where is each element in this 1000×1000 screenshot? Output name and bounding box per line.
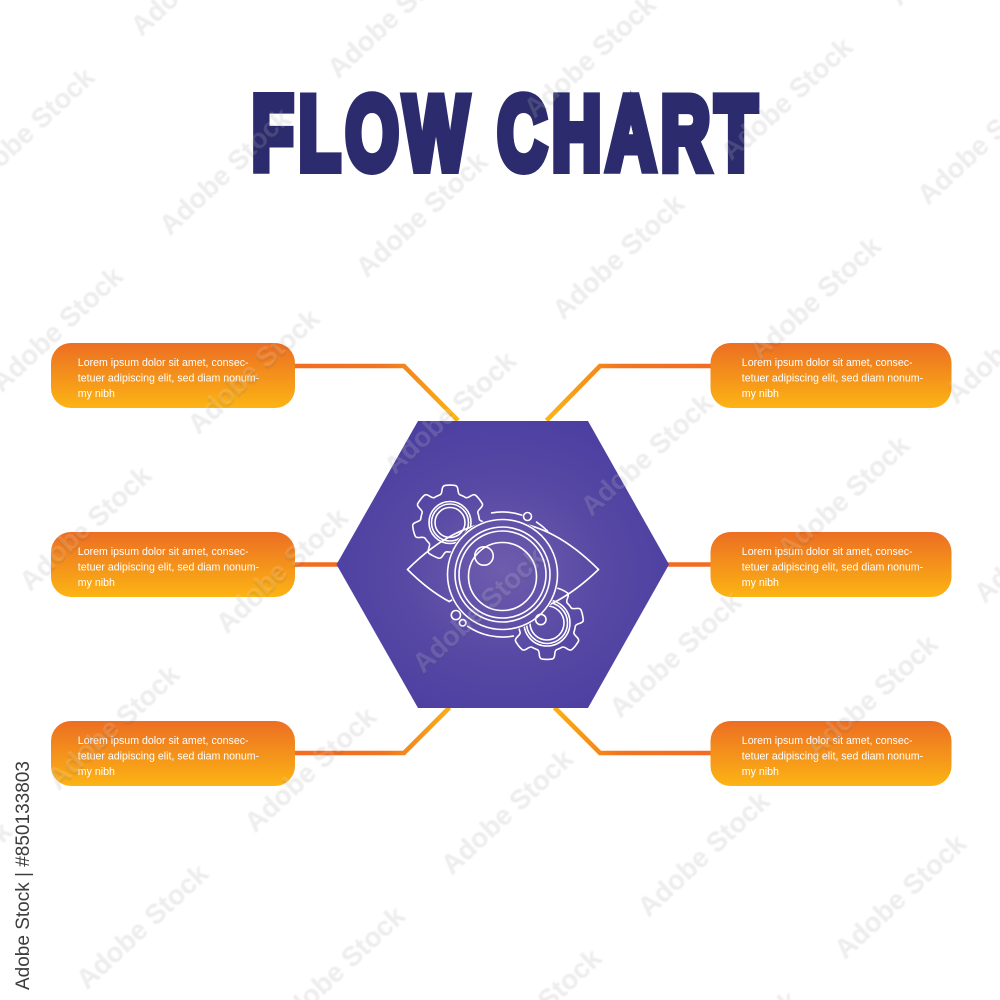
svg-text:Adobe Stock: Adobe Stock <box>631 782 776 920</box>
svg-text:tetuer adipiscing elit, sed di: tetuer adipiscing elit, sed diam nonum- <box>742 561 924 573</box>
svg-text:Adobe Stock: Adobe Stock <box>435 740 580 878</box>
svg-text:Adobe Stock: Adobe Stock <box>70 855 215 993</box>
svg-text:Adobe Stock: Adobe Stock <box>124 0 269 39</box>
svg-text:my nibh: my nibh <box>742 766 779 778</box>
svg-text:tetuer adipiscing elit, sed di: tetuer adipiscing elit, sed diam nonum- <box>78 561 260 573</box>
svg-text:Lorem ipsum dolor sit amet, co: Lorem ipsum dolor sit amet, consec- <box>78 357 249 369</box>
svg-text:my nibh: my nibh <box>78 766 115 778</box>
svg-text:Adobe Stock: Adobe Stock <box>660 981 805 1000</box>
svg-text:my nibh: my nibh <box>78 577 115 589</box>
svg-text:tetuer adipiscing elit, sed di: tetuer adipiscing elit, sed diam nonum- <box>742 372 924 384</box>
svg-text:my nibh: my nibh <box>742 577 779 589</box>
svg-text:Adobe Stock: Adobe Stock <box>828 824 973 962</box>
svg-text:Lorem ipsum dolor sit amet, co: Lorem ipsum dolor sit amet, consec- <box>78 735 249 747</box>
svg-text:Lorem ipsum dolor sit amet, co: Lorem ipsum dolor sit amet, consec- <box>742 735 913 747</box>
svg-text:Adobe Stock: Adobe Stock <box>463 939 608 1000</box>
svg-text:Lorem ipsum dolor sit amet, co: Lorem ipsum dolor sit amet, consec- <box>742 546 913 558</box>
svg-text:Adobe Stock: Adobe Stock <box>321 0 466 81</box>
svg-text:Adobe Stock: Adobe Stock <box>996 668 1000 806</box>
svg-text:Adobe Stock: Adobe Stock <box>546 185 691 323</box>
svg-text:tetuer adipiscing elit, sed di: tetuer adipiscing elit, sed diam nonum- <box>78 750 260 762</box>
svg-text:my nibh: my nibh <box>78 388 115 400</box>
svg-text:Adobe Stock: Adobe Stock <box>266 897 411 1000</box>
svg-text:Adobe Stock | #850133803: Adobe Stock | #850133803 <box>13 761 34 990</box>
svg-text:tetuer adipiscing elit, sed di: tetuer adipiscing elit, sed diam nonum- <box>78 372 260 384</box>
svg-text:my nibh: my nibh <box>742 388 779 400</box>
svg-text:tetuer adipiscing elit, sed di: tetuer adipiscing elit, sed diam nonum- <box>742 750 924 762</box>
svg-text:Adobe Stock: Adobe Stock <box>0 58 101 196</box>
svg-text:FLOW CHART: FLOW CHART <box>252 74 762 191</box>
svg-text:Lorem ipsum dolor sit amet, co: Lorem ipsum dolor sit amet, consec- <box>742 357 913 369</box>
svg-text:Lorem ipsum dolor sit amet, co: Lorem ipsum dolor sit amet, consec- <box>78 546 249 558</box>
svg-text:Adobe Stock: Adobe Stock <box>968 468 1000 606</box>
svg-text:Adobe Stock: Adobe Stock <box>939 269 1000 407</box>
